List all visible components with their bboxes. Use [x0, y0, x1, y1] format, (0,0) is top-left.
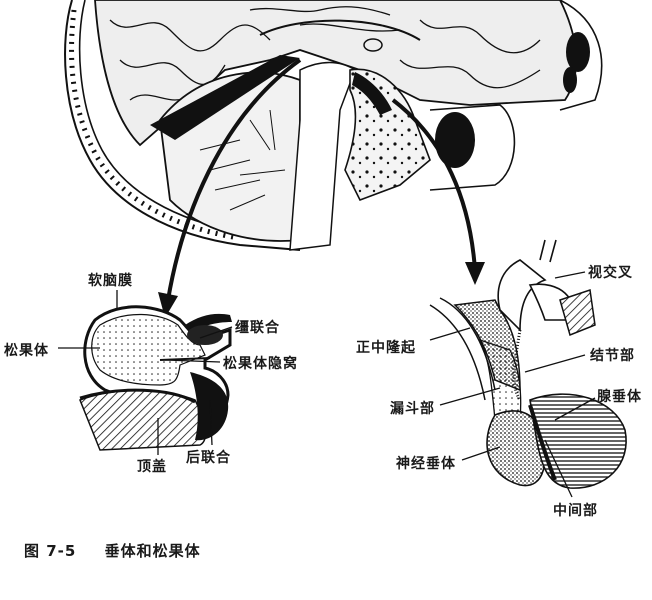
figure-title: 垂体和松果体 — [104, 542, 201, 560]
label-infundibulum: 漏斗部 — [390, 401, 435, 417]
label-tectum: 顶盖 — [137, 459, 167, 475]
label-median-eminence: 正中隆起 — [356, 340, 416, 356]
figure-number: 图 7-5 — [24, 542, 77, 560]
label-optic-chiasm: 视交叉 — [588, 265, 633, 281]
label-pars-intermedia: 中间部 — [553, 503, 598, 519]
label-pars-tuberalis: 结节部 — [590, 348, 635, 364]
figure-caption: 图 7-5 垂体和松果体 — [24, 540, 201, 561]
label-neurohypophysis: 神经垂体 — [396, 456, 456, 472]
head-section — [64, 0, 603, 318]
label-pineal-recess: 松果体隐窝 — [223, 356, 298, 372]
pineal-diagram — [58, 290, 233, 455]
label-adenohypophysis: 腺垂体 — [597, 389, 642, 405]
label-pia-mater: 软脑膜 — [88, 273, 133, 289]
label-habenular-commissure: 缰联合 — [235, 320, 280, 336]
pituitary-diagram — [429, 239, 627, 498]
label-posterior-commissure: 后联合 — [186, 450, 231, 466]
label-pineal-body: 松果体 — [4, 343, 49, 359]
